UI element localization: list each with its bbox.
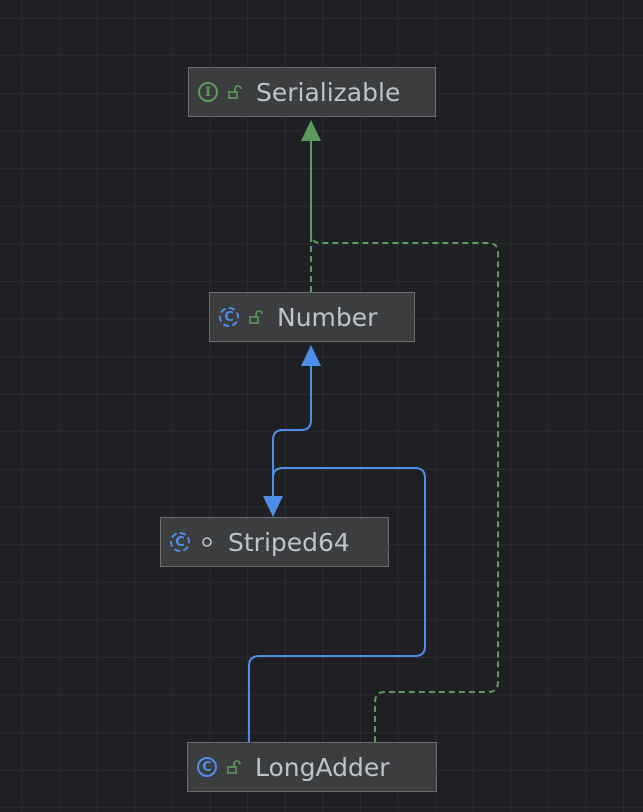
edge-longadder-implements-serializable <box>310 140 499 742</box>
public-lock-icon <box>228 85 242 99</box>
class-icon: C <box>197 757 217 777</box>
interface-icon: I <box>198 82 218 102</box>
abstract-class-icon: C <box>219 307 239 327</box>
node-label: LongAdder <box>255 752 390 782</box>
node-number[interactable]: C Number <box>209 292 415 342</box>
arrowhead-serializable <box>301 120 321 141</box>
abstract-class-icon: C <box>170 532 190 552</box>
node-striped64[interactable]: C Striped64 <box>160 517 389 567</box>
package-private-icon <box>200 535 214 549</box>
public-lock-icon <box>227 760 241 774</box>
edge-striped64-extends-number <box>272 365 312 496</box>
node-label: Serializable <box>256 77 401 107</box>
node-serializable[interactable]: I Serializable <box>188 67 436 117</box>
arrowhead-striped64 <box>263 496 283 517</box>
arrowhead-number <box>301 345 321 366</box>
public-lock-icon <box>249 310 263 324</box>
node-label: Number <box>277 302 378 332</box>
node-longadder[interactable]: C LongAdder <box>187 742 437 792</box>
node-label: Striped64 <box>228 527 350 557</box>
edge-longadder-extends-striped64 <box>248 467 426 742</box>
